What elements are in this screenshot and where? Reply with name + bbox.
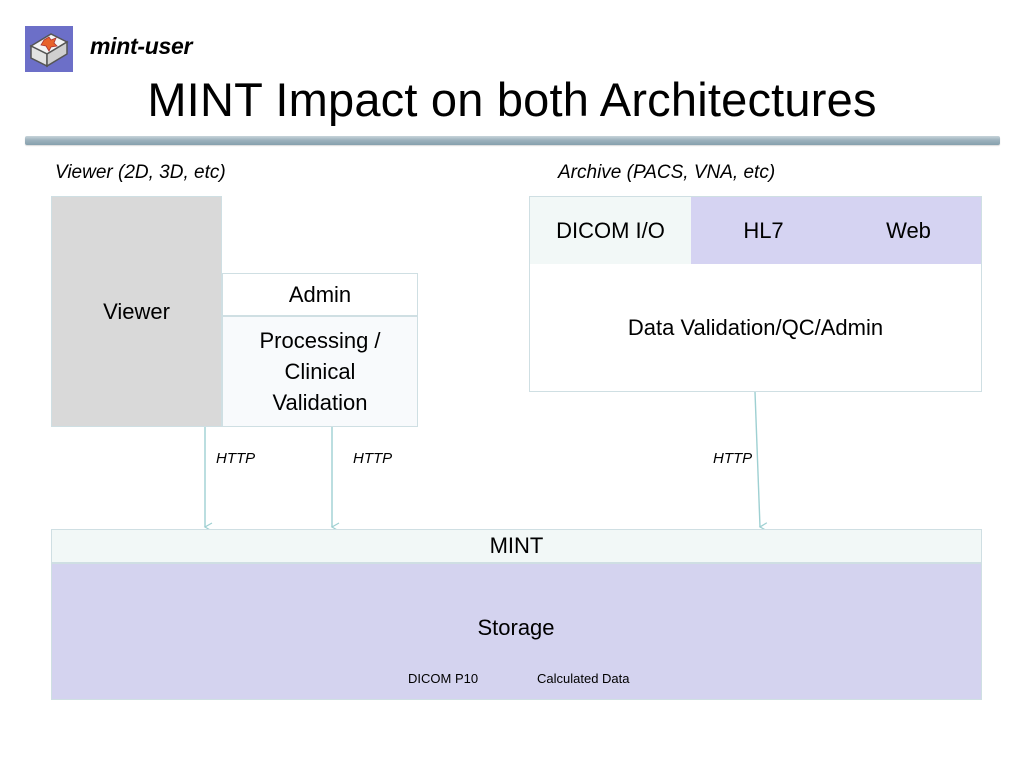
viewer-box: Viewer: [51, 196, 222, 427]
data-validation-label: Data Validation/QC/Admin: [627, 314, 884, 340]
calculated-data-label: Calculated Data: [537, 671, 630, 686]
admin-label: Admin: [288, 281, 352, 307]
viewer-label: Viewer: [103, 298, 170, 324]
processing-line-1: Processing /: [259, 328, 381, 353]
http-label-1: HTTP: [216, 450, 256, 467]
http-label-2: HTTP: [353, 450, 393, 467]
hl7-box: HL7: [691, 197, 836, 264]
page-title: MINT Impact on both Architectures: [147, 73, 877, 126]
data-validation-box: Data Validation/QC/Admin: [530, 264, 981, 391]
dicom-io-label: DICOM I/O: [556, 217, 665, 243]
http-label-3: HTTP: [713, 450, 753, 467]
brand-name: mint-user: [90, 33, 193, 59]
archive-section-heading: Archive (PACS, VNA, etc): [558, 162, 776, 183]
processing-line-2: Clinical: [284, 359, 356, 384]
hl7-label: HL7: [743, 217, 784, 243]
viewer-section-heading: Viewer (2D, 3D, etc): [55, 162, 226, 183]
processing-line-3: Validation: [272, 390, 368, 415]
storage-label: Storage: [477, 615, 555, 640]
web-label: Web: [886, 217, 931, 243]
mint-logo-icon: [25, 26, 73, 72]
title-divider: [25, 136, 1000, 145]
storage-box: [51, 563, 982, 700]
http-arrow-archive: [754, 391, 768, 532]
processing-box: Processing / Clinical Validation: [222, 316, 418, 427]
dicom-p10-label: DICOM P10: [408, 671, 479, 686]
web-box: Web: [836, 197, 981, 264]
mint-label: MINT: [489, 533, 544, 558]
dicom-io-box: DICOM I/O: [530, 197, 691, 264]
mint-box: MINT: [51, 529, 982, 563]
admin-box: Admin: [222, 273, 418, 316]
